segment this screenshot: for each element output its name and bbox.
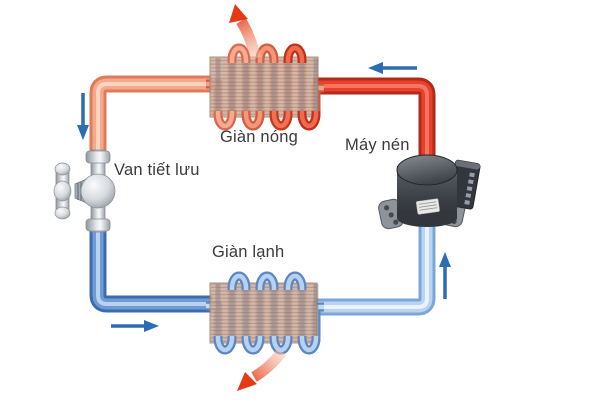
- condenser-coil: [206, 43, 324, 131]
- valve-handle-hub: [53, 180, 72, 202]
- valve-sphere: [80, 173, 116, 209]
- condenser-tube-shadows: [215, 58, 319, 116]
- evaporator-loops: [213, 271, 321, 355]
- flow-arrows: [77, 62, 451, 332]
- warm-pipe-condenser-to-valve: [89, 75, 212, 152]
- valve-top-collar: [85, 150, 111, 164]
- evaporator-label: Giàn lạnh: [212, 243, 285, 261]
- compressor-nameplate: [416, 198, 440, 215]
- condenser-loops: [213, 43, 321, 131]
- condenser-fin-block: [209, 56, 319, 118]
- condenser-label: Giàn nóng: [220, 128, 298, 146]
- cold-pipe-valve-to-evaporator: [89, 228, 212, 313]
- cold-arrow-out-of-evaporator-icon: [237, 348, 287, 391]
- evaporator-coil: [206, 271, 324, 355]
- flow-arrow-down-icon: [77, 93, 89, 140]
- flow-arrow-left-icon: [368, 62, 417, 74]
- expansion-valve-label: Van tiết lưu: [114, 161, 200, 179]
- flow-arrow-up-icon: [439, 252, 451, 299]
- compressor-label: Máy nén: [345, 136, 410, 154]
- compressor-base: [397, 209, 457, 227]
- flow-arrow-right-icon: [111, 320, 159, 332]
- evaporator-fin-block: [209, 282, 318, 344]
- valve-bottom-collar: [85, 218, 111, 232]
- cool-pipe-evaporator-to-compressor: [313, 210, 436, 316]
- expansion-valve: [53, 149, 116, 233]
- compressor: [378, 154, 481, 230]
- valve-handle-cap-top: [54, 162, 71, 176]
- compressor-dome: [396, 154, 458, 186]
- hot-pipe-compressor-to-condenser: [313, 77, 436, 162]
- valve-handle-cap-bottom: [54, 206, 71, 220]
- evaporator-tube-shadows: [215, 284, 319, 342]
- heat-arrow-out-of-condenser-icon: [229, 4, 262, 60]
